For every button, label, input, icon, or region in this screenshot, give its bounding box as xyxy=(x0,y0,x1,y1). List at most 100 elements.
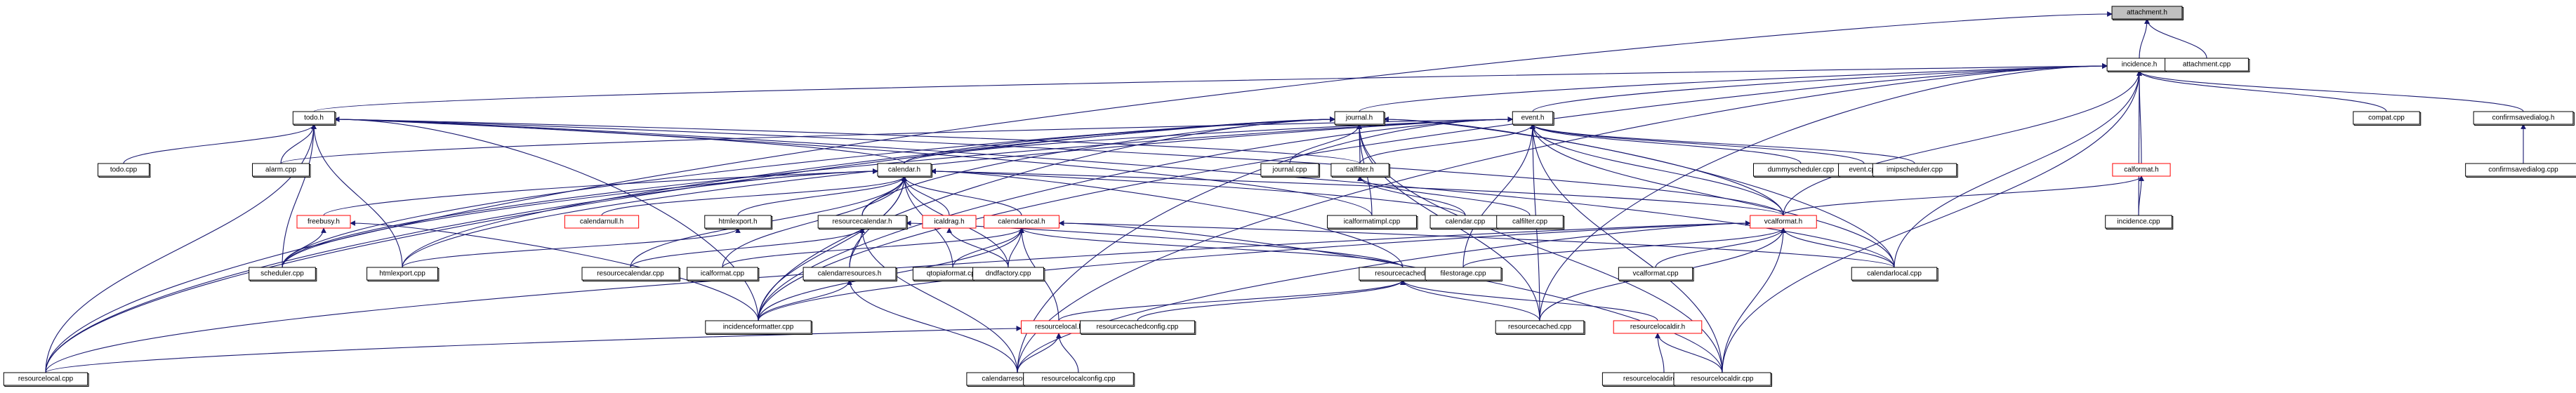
node-label: attachment.cpp xyxy=(2183,61,2231,69)
edge-calendarlocal-h-to-calendar-h xyxy=(901,175,1022,216)
edge-calfilter-h-to-event-h xyxy=(1359,124,1535,164)
graph-node-icaldrag-h[interactable]: icaldrag.h xyxy=(922,215,977,229)
edge-htmlexport-cpp-to-todo-h xyxy=(311,124,403,268)
graph-node-calformat-h[interactable]: calformat.h xyxy=(2112,163,2171,177)
node-label: resourcelocal.h xyxy=(1035,324,1083,331)
edge-icalformatimpl-cpp-to-todo-h xyxy=(333,116,1373,216)
graph-node-todo-cpp[interactable]: todo.cpp xyxy=(98,163,151,178)
graph-node-icalformatimpl-cpp[interactable]: icalformatimpl.cpp xyxy=(1327,215,1418,229)
graph-node-journal-cpp[interactable]: journal.cpp xyxy=(1260,163,1321,178)
node-box xyxy=(1673,372,1771,386)
edge-incidenceformatter-cpp-to-incidence-h xyxy=(758,63,2108,321)
node-box xyxy=(705,320,812,334)
node-label: todo.h xyxy=(304,114,324,122)
graph-node-calendarnull-h[interactable]: calendarnull.h xyxy=(564,215,640,229)
edge-calendarlocal-cpp-to-incidence-h xyxy=(1894,70,2142,268)
edge-resourcecachedconfig-cpp-to-resourcecached-h xyxy=(1137,279,1406,321)
node-label: alarm.cpp xyxy=(265,166,296,174)
node-box xyxy=(1330,163,1389,177)
graph-node-calendarlocal-cpp[interactable]: calendarlocal.cpp xyxy=(1851,267,1938,281)
node-label: confirmsavedialog.h xyxy=(2492,114,2555,122)
edge-scheduler-cpp-to-event-h xyxy=(282,116,1514,268)
graph-node-calendarlocal-h[interactable]: calendarlocal.h xyxy=(984,215,1059,229)
graph-node-icalformat-cpp[interactable]: icalformat.cpp xyxy=(687,267,760,281)
graph-node-scheduler-cpp[interactable]: scheduler.cpp xyxy=(249,267,317,281)
node-label: resourcecalendar.h xyxy=(832,218,892,226)
graph-node-calendarresources-h[interactable]: calendarresources.h xyxy=(802,267,897,281)
graph-node-resourcecalendar-h[interactable]: resourcecalendar.h xyxy=(817,215,908,229)
edge-confirmsavedialog-h-to-incidence-h xyxy=(2136,70,2524,112)
edge-alarm-cpp-to-event-h xyxy=(280,116,1514,164)
graph-node-calfilter-h[interactable]: calfilter.h xyxy=(1330,163,1391,178)
edge-imipscheduler-cpp-to-event-h xyxy=(1530,124,1915,164)
graph-node-incidence-cpp[interactable]: incidence.cpp xyxy=(2105,215,2174,229)
node-box xyxy=(972,267,1044,281)
graph-node-resourcecalendar-cpp[interactable]: resourcecalendar.cpp xyxy=(581,267,680,281)
node-label: calformat.h xyxy=(2124,166,2158,174)
graph-node-alarm-cpp[interactable]: alarm.cpp xyxy=(252,163,311,178)
graph-node-confirmsavedialog-cpp[interactable]: confirmsavedialog.cpp xyxy=(2465,163,2576,178)
edge-resourcelocaldir-cpp-to-resourcelocaldir-h xyxy=(1655,333,1723,373)
edge-resourcelocaldir-cpp-to-incidence-h xyxy=(1722,70,2142,373)
node-box xyxy=(1750,215,1817,229)
graph-node-htmlexport-h[interactable]: htmlexport.h xyxy=(704,215,773,229)
graph-node-resourcelocalconfig-cpp[interactable]: resourcelocalconfig.cpp xyxy=(1023,372,1135,387)
node-label: incidence.h xyxy=(2122,61,2158,69)
edge-incidence-h-to-attachment-h xyxy=(2139,18,2150,59)
graph-node-htmlexport-cpp[interactable]: htmlexport.cpp xyxy=(366,267,440,281)
graph-node-confirmsavedialog-h[interactable]: confirmsavedialog.h xyxy=(2473,111,2575,126)
node-label: calfilter.cpp xyxy=(1512,218,1547,226)
graph-node-dndfactory-cpp[interactable]: dndfactory.cpp xyxy=(972,267,1045,281)
graph-node-attachment-cpp[interactable]: attachment.cpp xyxy=(2165,58,2250,72)
graph-node-todo-h[interactable]: todo.h xyxy=(292,111,336,126)
node-label: event.cpp xyxy=(1849,166,1880,174)
edge-qtopiaformat-cpp-to-calendarlocal-h xyxy=(952,227,1024,268)
graph-node-resourcecachedconfig-cpp[interactable]: resourcecachedconfig.cpp xyxy=(1080,320,1196,335)
node-label: calendarresources.h xyxy=(818,270,882,278)
graph-node-resourcelocaldir-h[interactable]: resourcelocaldir.h xyxy=(1613,320,1703,334)
node-box xyxy=(564,215,640,229)
graph-node-compat-cpp[interactable]: compat.cpp xyxy=(2353,111,2422,126)
graph-node-calendar-cpp[interactable]: calendar.cpp xyxy=(1429,215,1502,229)
edge-vcalformat-h-to-incidence-h xyxy=(1783,70,2142,216)
graph-node-imipscheduler-cpp[interactable]: imipscheduler.cpp xyxy=(1872,163,1958,178)
graph-node-incidence-h[interactable]: incidence.h xyxy=(2106,58,2173,72)
graph-node-filestorage-cpp[interactable]: filestorage.cpp xyxy=(1425,267,1502,281)
edge-incidenceformatter-cpp-to-event-h xyxy=(758,116,1514,321)
edge-scheduler-cpp-to-todo-h xyxy=(282,124,317,268)
edge-dndfactory-cpp-to-icaldrag-h xyxy=(946,227,1009,268)
node-box xyxy=(2465,163,2576,177)
node-label: journal.cpp xyxy=(1272,166,1307,174)
edge-htmlexport-cpp-to-htmlexport-h xyxy=(402,227,741,268)
node-label: icalformatimpl.cpp xyxy=(1344,218,1401,226)
edge-incidenceformatter-cpp-to-freebusy-h xyxy=(350,220,759,321)
graph-node-calendar-h[interactable]: calendar.h xyxy=(877,163,932,178)
edge-vcalformat-h-to-calendar-h xyxy=(930,168,1784,216)
graph-node-vcalformat-cpp[interactable]: vcalformat.cpp xyxy=(1618,267,1694,281)
edge-compat-cpp-to-incidence-h xyxy=(2136,70,2387,112)
node-label: resourcelocaldir.h xyxy=(1630,324,1685,331)
graph-node-resourcelocal-cpp[interactable]: resourcelocal.cpp xyxy=(3,372,89,387)
edge-attachment-cpp-to-attachment-h xyxy=(2144,18,2207,59)
node-label: resourcelocalconfig.cpp xyxy=(1041,375,1115,383)
graph-node-incidenceformatter-cpp[interactable]: incidenceformatter.cpp xyxy=(705,320,813,335)
graph-node-calfilter-cpp[interactable]: calfilter.cpp xyxy=(1496,215,1565,229)
graph-node-resourcecached-cpp[interactable]: resourcecached.cpp xyxy=(1495,320,1585,335)
node-box xyxy=(2353,111,2420,125)
node-box xyxy=(2473,111,2574,125)
graph-node-dummyscheduler-cpp[interactable]: dummyscheduler.cpp xyxy=(1753,163,1850,178)
edge-resourcecalendar-h-to-journal-h xyxy=(861,116,1335,216)
edge-calendarresources-cpp-to-calendarresources-h xyxy=(847,279,1018,373)
graph-node-freebusy-h[interactable]: freebusy.h xyxy=(296,215,351,229)
node-box xyxy=(1613,320,1703,334)
graph-node-resourcelocaldir-cpp[interactable]: resourcelocaldir.cpp xyxy=(1673,372,1772,387)
edge-resourcelocal-cpp-to-attachment-h xyxy=(45,11,2113,373)
node-label: calendarresources.cpp xyxy=(982,375,1053,383)
graph-node-event-h[interactable]: event.h xyxy=(1512,111,1554,126)
graph-node-vcalformat-h[interactable]: vcalformat.h xyxy=(1750,215,1817,229)
node-box xyxy=(802,267,897,281)
node-box xyxy=(581,267,680,281)
graph-node-journal-h[interactable]: journal.h xyxy=(1334,111,1385,126)
